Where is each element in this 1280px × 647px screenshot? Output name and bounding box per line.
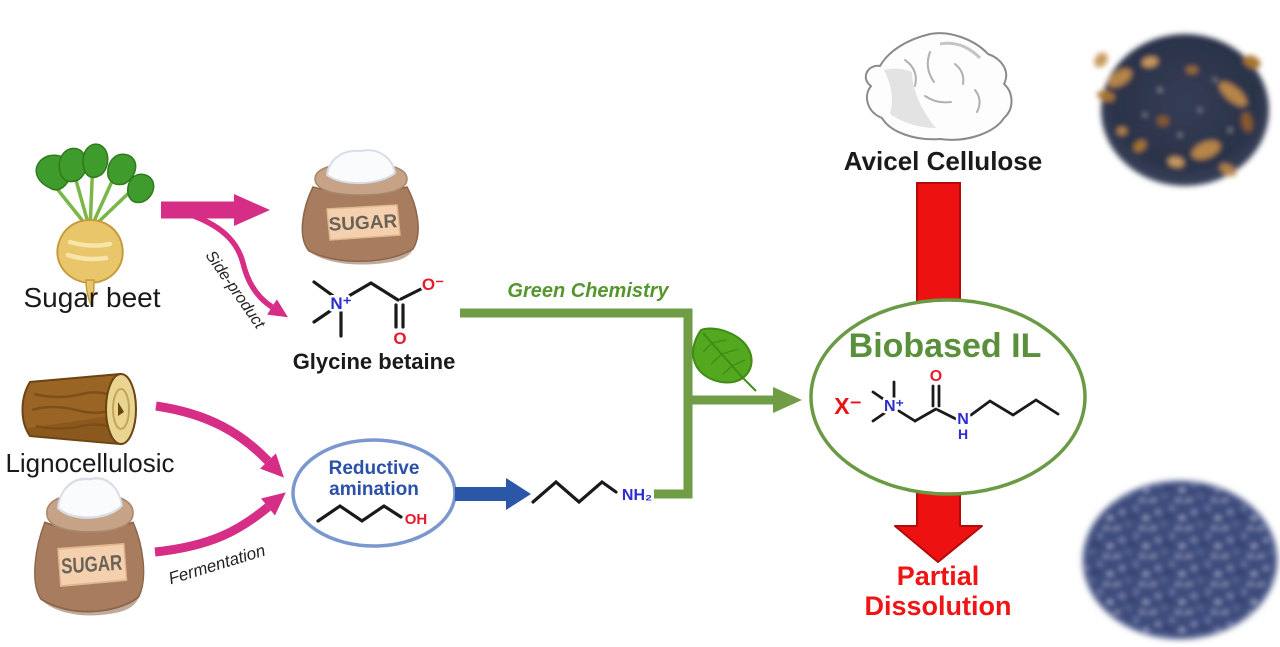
glycine-betaine-structure: N⁺ O⁻ O — [312, 273, 447, 351]
leaf-icon — [692, 327, 757, 392]
sugar-bag-top-label: SUGAR — [328, 211, 398, 236]
cellulose-powder-illustration — [864, 32, 1013, 141]
biobased-il-title: Biobased IL — [848, 327, 1042, 365]
green-chemistry-label: Green Chemistry — [507, 280, 669, 302]
green-connector — [460, 308, 693, 499]
amination-label: amination — [329, 479, 419, 500]
arrow-to-butylamine — [455, 478, 531, 510]
butanol-structure: OH — [316, 504, 430, 531]
micrograph-dissolution — [1081, 479, 1279, 641]
sugar-beet-label: Sugar beet — [23, 282, 161, 313]
butanol-oh: OH — [405, 511, 428, 528]
reductive-label: Reductive — [328, 458, 420, 479]
sugar-bag-top: SUGAR — [301, 149, 419, 265]
il-anion: X⁻ — [834, 393, 861, 419]
avicel-cellulose-label: Avicel Cellulose — [843, 146, 1043, 176]
dissolution-label: Dissolution — [864, 591, 1012, 621]
gb-o: O — [393, 329, 406, 348]
arrow-fermentation — [154, 492, 286, 557]
micrograph-cellulose — [1094, 34, 1269, 186]
partial-label: Partial — [896, 561, 980, 591]
sugar-beet-illustration — [35, 143, 155, 307]
il-n: N — [957, 411, 969, 428]
sugar-bag-bottom: SUGAR — [34, 477, 145, 616]
glycine-betaine-label: Glycine betaine — [292, 349, 456, 374]
arrow-side-product — [193, 213, 288, 318]
arrow-partial-dissolution — [894, 484, 983, 563]
gb-n-plus: N⁺ — [330, 294, 351, 313]
butylamine-nh2: NH₂ — [622, 487, 652, 504]
butylamine-structure: NH₂ — [531, 479, 655, 507]
gb-o-minus: O⁻ — [422, 275, 444, 294]
arrow-cellulose-down — [916, 182, 961, 306]
il-h: H — [958, 426, 968, 442]
arrow-log-to-process — [155, 401, 284, 478]
il-n-plus: N⁺ — [884, 398, 904, 415]
sugar-bag-bottom-label: SUGAR — [61, 551, 123, 580]
biobased-il-structure: X⁻ N⁺ O N H — [834, 366, 1060, 445]
lignocellulosic-label: Lignocellulosic — [5, 448, 175, 478]
biobased-il-oval — [809, 298, 1087, 496]
il-o: O — [930, 368, 942, 385]
log-illustration — [21, 372, 137, 446]
